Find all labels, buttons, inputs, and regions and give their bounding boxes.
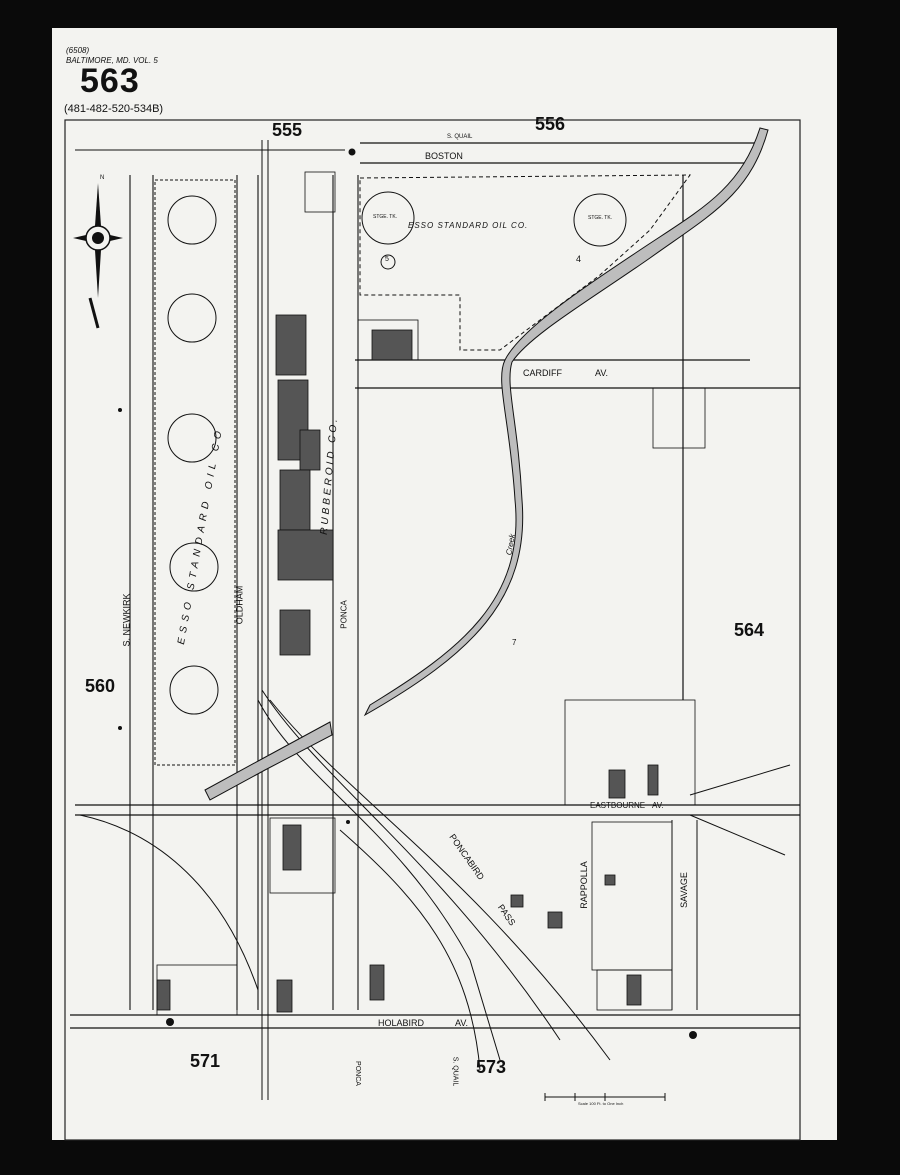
- holabird-street-label: HOLABIRD: [378, 1018, 425, 1028]
- buildings: [156, 314, 659, 1013]
- storage-tank-right-label: STGE. TK.: [588, 215, 613, 221]
- adjacent-sheet-560: 560: [85, 676, 116, 696]
- scale-bar: [544, 1093, 666, 1101]
- savage-street-label: SAVAGE: [678, 872, 689, 908]
- adjacent-sheet-556: 556: [535, 114, 566, 134]
- cardiff-av-label: AV.: [595, 368, 609, 378]
- hydrants: [118, 148, 697, 1039]
- sheet-number: 563: [80, 62, 140, 100]
- lot-4-label: 4: [576, 254, 582, 264]
- s-quail-bottom-label: S. QUAIL: [451, 1056, 459, 1087]
- adjacent-sheet-571: 571: [190, 1051, 221, 1071]
- esso-standard-oil-site: [359, 174, 691, 351]
- esso-tank-farm-west: [154, 179, 236, 766]
- rappolla-street-label: RAPPOLLA: [578, 861, 589, 909]
- oldham-street-label: OLDHAM: [234, 585, 245, 625]
- eastbourne-av-label: AV.: [652, 801, 664, 810]
- adjacent-sheet-555: 555: [272, 120, 303, 140]
- scale-label: Scale 100 Ft. to One Inch: [578, 1101, 624, 1106]
- map-code: (6508): [66, 46, 90, 55]
- city-volume: BALTIMORE, MD. VOL. 5: [66, 56, 158, 65]
- storage-tank-left-label: STGE. TK.: [373, 214, 398, 220]
- building-outlines: [156, 171, 706, 1016]
- adjacent-sheet-573: 573: [476, 1057, 507, 1077]
- creek: [363, 127, 769, 717]
- compass-north-label: N: [100, 175, 105, 181]
- lot-5-label: 5: [385, 256, 389, 263]
- holabird-avenue: [70, 1014, 800, 1029]
- map-border: [64, 119, 801, 1141]
- railroad-tracks: [79, 140, 611, 1100]
- newkirk-street: [129, 175, 154, 1010]
- boston-street-label: BOSTON: [425, 151, 463, 161]
- oldham-street: [236, 175, 259, 1010]
- compass-rose-icon: [73, 183, 123, 329]
- cardiff-avenue: [355, 359, 800, 389]
- s-quail-label: S. QUAIL: [447, 134, 473, 140]
- adjoining-sheets: (481-482-520-534B): [64, 103, 164, 115]
- ponca-street-label: PONCA: [339, 600, 349, 629]
- holabird-av-label: AV.: [455, 1018, 469, 1028]
- esso-standard-oil-label: ESSO STANDARD OIL CO.: [408, 221, 529, 230]
- newkirk-street-label: S. NEWKIRK: [121, 593, 132, 647]
- ponca-bottom-label: PONCA: [353, 1061, 361, 1086]
- lot-7-label: 7: [512, 638, 517, 647]
- boston-street: [75, 142, 760, 164]
- ponca-street: [332, 175, 359, 1010]
- eastbourne-street-label: EASTBOURNE: [590, 801, 646, 810]
- cardiff-street-label: CARDIFF: [523, 368, 562, 378]
- creek-segment: [204, 721, 333, 801]
- eastbourne-avenue: [75, 764, 800, 856]
- adjacent-sheet-564: 564: [734, 620, 765, 640]
